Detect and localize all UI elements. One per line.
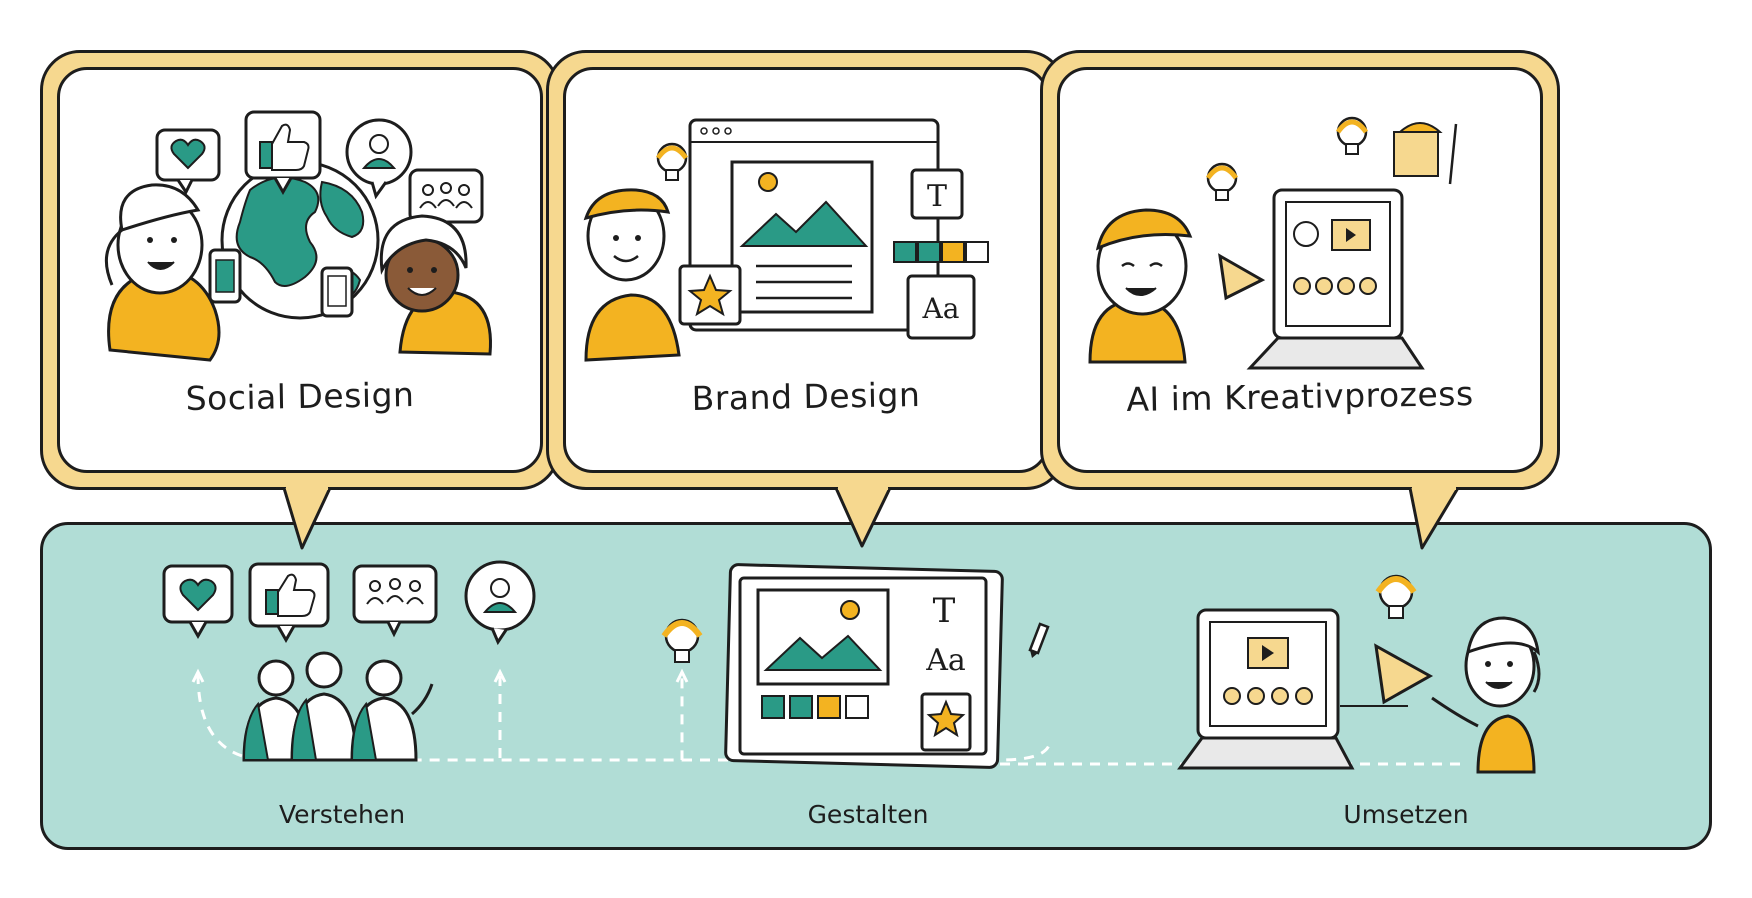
paintbrush-icon [1448,123,1458,185]
painter-illustration [1393,122,1458,185]
card-tail-social-design [282,487,332,550]
brand-design-illustration: T Aa [583,118,989,362]
laptop-icon [1246,188,1425,370]
woman-with-phone-illustration-2 [320,214,492,356]
typography-icon-small: Aa [925,643,966,678]
triangle-ruler-icon-small [1374,643,1434,705]
thumbs-up-speech-bubble-small [248,562,330,644]
heart-icon-small [179,578,217,612]
woman-with-ruler-illustration-small [1340,616,1541,774]
user-speech-bubble [345,118,413,200]
lightbulb-icon-umsetzen [1375,574,1417,619]
star-icon-small [926,699,966,738]
heart-icon [170,138,206,170]
woman-with-triangle-ruler-illustration [1088,208,1266,364]
svg-text:Aa: Aa [922,292,960,325]
card-ai-creative-process-inner: AI im Kreativprozess [1057,67,1543,473]
lightbulb-icon-gestalten [661,618,703,663]
card-tail-ai [1408,487,1460,550]
color-swatch-icon [893,241,989,263]
typography-icon: Aa [906,274,976,340]
laptop-icon-umsetzen [1177,608,1355,770]
card-social-design: Social Design [40,50,560,490]
triangle-ruler-icon [1218,253,1266,301]
ai-creative-process-illustration [1088,116,1458,370]
star-icon [687,273,733,317]
card-tail-brand-design [834,487,892,548]
user-speech-bubble-small [464,560,536,646]
designer-with-star-card-illustration [583,188,742,362]
stage-label-verstehen: Verstehen [278,800,406,829]
font-t-icon: T [910,168,964,220]
stage-label-umsetzen: Umsetzen [1343,800,1469,829]
svg-text:T: T [927,179,947,214]
card-social-design-inner: Social Design [57,67,543,473]
card-brand-design-inner: T Aa [563,67,1049,473]
thumbs-up-speech-bubble [244,110,322,196]
lightbulb-icon [1205,162,1239,201]
group-icon-small [366,578,424,605]
heart-speech-bubble [155,128,221,195]
globe-small-icon [1293,221,1319,247]
woman-with-phone-illustration [104,183,242,362]
user-icon [369,134,389,154]
lightbulb-icon [655,142,689,181]
color-swatch-icon-small [761,695,869,719]
image-placeholder-icon [730,160,874,314]
thumbs-up-icon-small [265,589,279,615]
stage-label-gestalten: Gestalten [807,800,929,829]
user-icon-small [490,578,510,598]
group-speech-bubble-small [352,564,438,638]
design-board-illustration: T Aa [724,563,1004,769]
team-people-illustration [242,651,434,762]
card-ai-creative-process: AI im Kreativprozess [1040,50,1560,490]
lightbulb-icon-2 [1335,116,1369,155]
pen-icon [1028,622,1050,658]
heart-speech-bubble-small [162,564,234,640]
social-design-illustration [104,110,492,362]
font-t-icon-small: T [933,591,956,631]
video-player-icon [1331,219,1371,251]
group-icon [419,182,473,209]
